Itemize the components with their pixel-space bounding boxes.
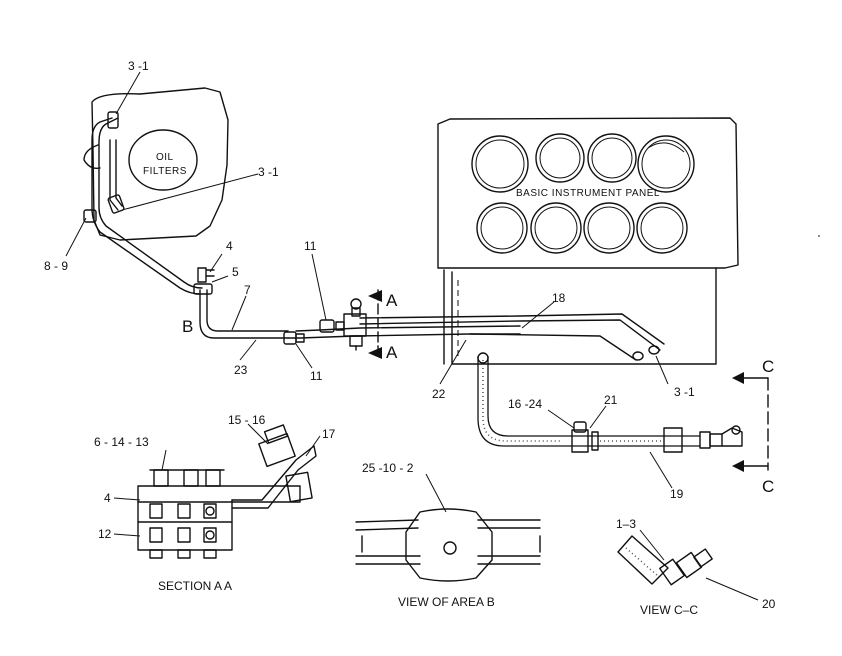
callout-6-14-13: 6 - 14 - 13 xyxy=(94,435,149,449)
callout-16-24: 16 -24 xyxy=(508,397,542,411)
basic-instrument-panel: BASIC INSTRUMENT PANEL xyxy=(437,117,739,365)
view-cc: VIEW C–C xyxy=(617,535,713,617)
callout-A-top: A xyxy=(386,291,398,310)
callout-11-bottom: 11 xyxy=(310,369,323,383)
callout-3-1-top: 3 -1 xyxy=(128,59,149,73)
callout-3-1-right: 3 -1 xyxy=(674,385,695,399)
section-aa-title: SECTION A A xyxy=(158,579,232,593)
callout-8-9: 8 - 9 xyxy=(44,259,68,273)
main-tube-assembly xyxy=(193,267,665,361)
callout-20: 20 xyxy=(762,597,776,611)
callout-19: 19 xyxy=(670,487,684,501)
callout-A-bottom: A xyxy=(386,343,398,362)
view-area-b: VIEW OF AREA B xyxy=(355,508,541,609)
callout-25-10-2: 25 -10 - 2 xyxy=(362,461,414,475)
oil-filter-housing: OIL FILTERS xyxy=(91,87,229,241)
callout-22: 22 xyxy=(432,387,446,401)
oil-filters-label-line2: FILTERS xyxy=(143,166,187,177)
callout-3-1-mid: 3 -1 xyxy=(258,165,279,179)
callout-23: 23 xyxy=(234,363,248,377)
callout-C-top: C xyxy=(762,357,774,376)
callout-18: 18 xyxy=(552,291,566,305)
oil-filters-label-line1: OIL xyxy=(156,152,174,163)
callout-21: 21 xyxy=(604,393,618,407)
callout-B: B xyxy=(182,317,193,336)
callout-1-3: 1–3 xyxy=(616,517,636,531)
callout-12: 12 xyxy=(98,527,112,541)
callout-17: 17 xyxy=(322,427,336,441)
callout-7: 7 xyxy=(244,283,251,297)
callout-15-16: 15 - 16 xyxy=(228,413,266,427)
leader-lines xyxy=(65,71,759,601)
view-area-b-title: VIEW OF AREA B xyxy=(398,595,495,609)
instrument-panel-label: BASIC INSTRUMENT PANEL xyxy=(516,188,660,199)
section-aa-view: SECTION A A xyxy=(137,424,317,593)
callout-4-top: 4 xyxy=(226,239,233,253)
callout-11-top: 11 xyxy=(304,239,317,253)
hose-assembly xyxy=(477,352,769,472)
callout-C-bottom: C xyxy=(762,477,774,496)
oil-filter-lines xyxy=(83,111,203,295)
view-cc-title: VIEW C–C xyxy=(640,603,698,617)
callout-4-section: 4 xyxy=(104,491,111,505)
callouts: 3 -1 3 -1 8 - 9 4 5 7 B 23 11 11 A A 18 … xyxy=(44,59,776,611)
callout-5: 5 xyxy=(232,265,239,279)
